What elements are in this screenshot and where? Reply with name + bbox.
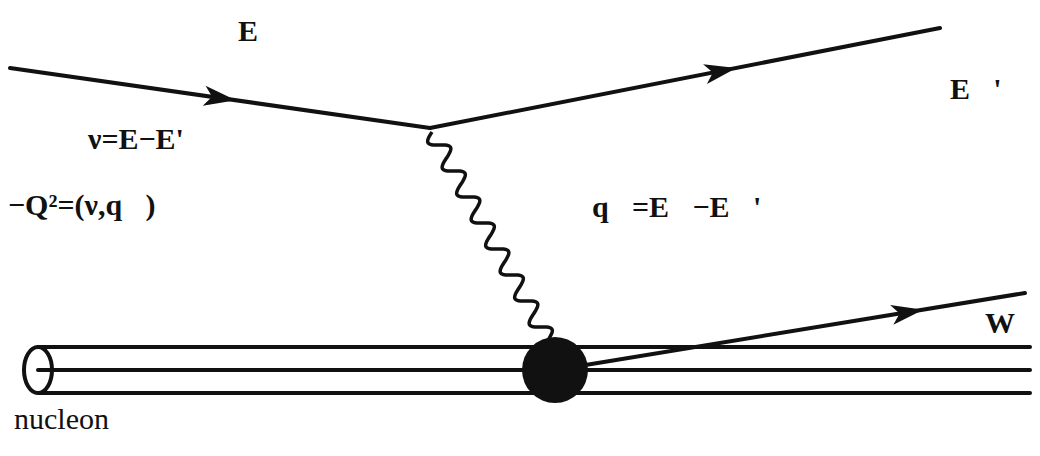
arrowhead (890, 305, 923, 325)
outgoing-hadron-line (555, 293, 1025, 370)
outgoing-momentum-label: E⃗' (950, 72, 1002, 105)
incoming-electron-line (10, 68, 430, 128)
interaction-vertex (522, 337, 588, 403)
final-state-label: W (985, 306, 1015, 339)
photon-wave (428, 132, 553, 340)
arrowheads (203, 64, 924, 324)
four-momentum-label: −Q²=(ν,q⃗) (8, 188, 155, 221)
nucleon-label: nucleon (14, 402, 109, 435)
nucleon-end-cap (24, 347, 52, 393)
outgoing-electron-line (430, 28, 940, 128)
arrowhead (703, 64, 736, 84)
energy-transfer-label: ν=E−E' (88, 122, 184, 155)
momentum-transfer-label: q⃗=E⃗−E⃗' (592, 190, 761, 223)
arrowhead (203, 86, 236, 106)
virtual-photon (428, 132, 553, 340)
incoming-momentum-label: E⃗ (238, 14, 281, 47)
